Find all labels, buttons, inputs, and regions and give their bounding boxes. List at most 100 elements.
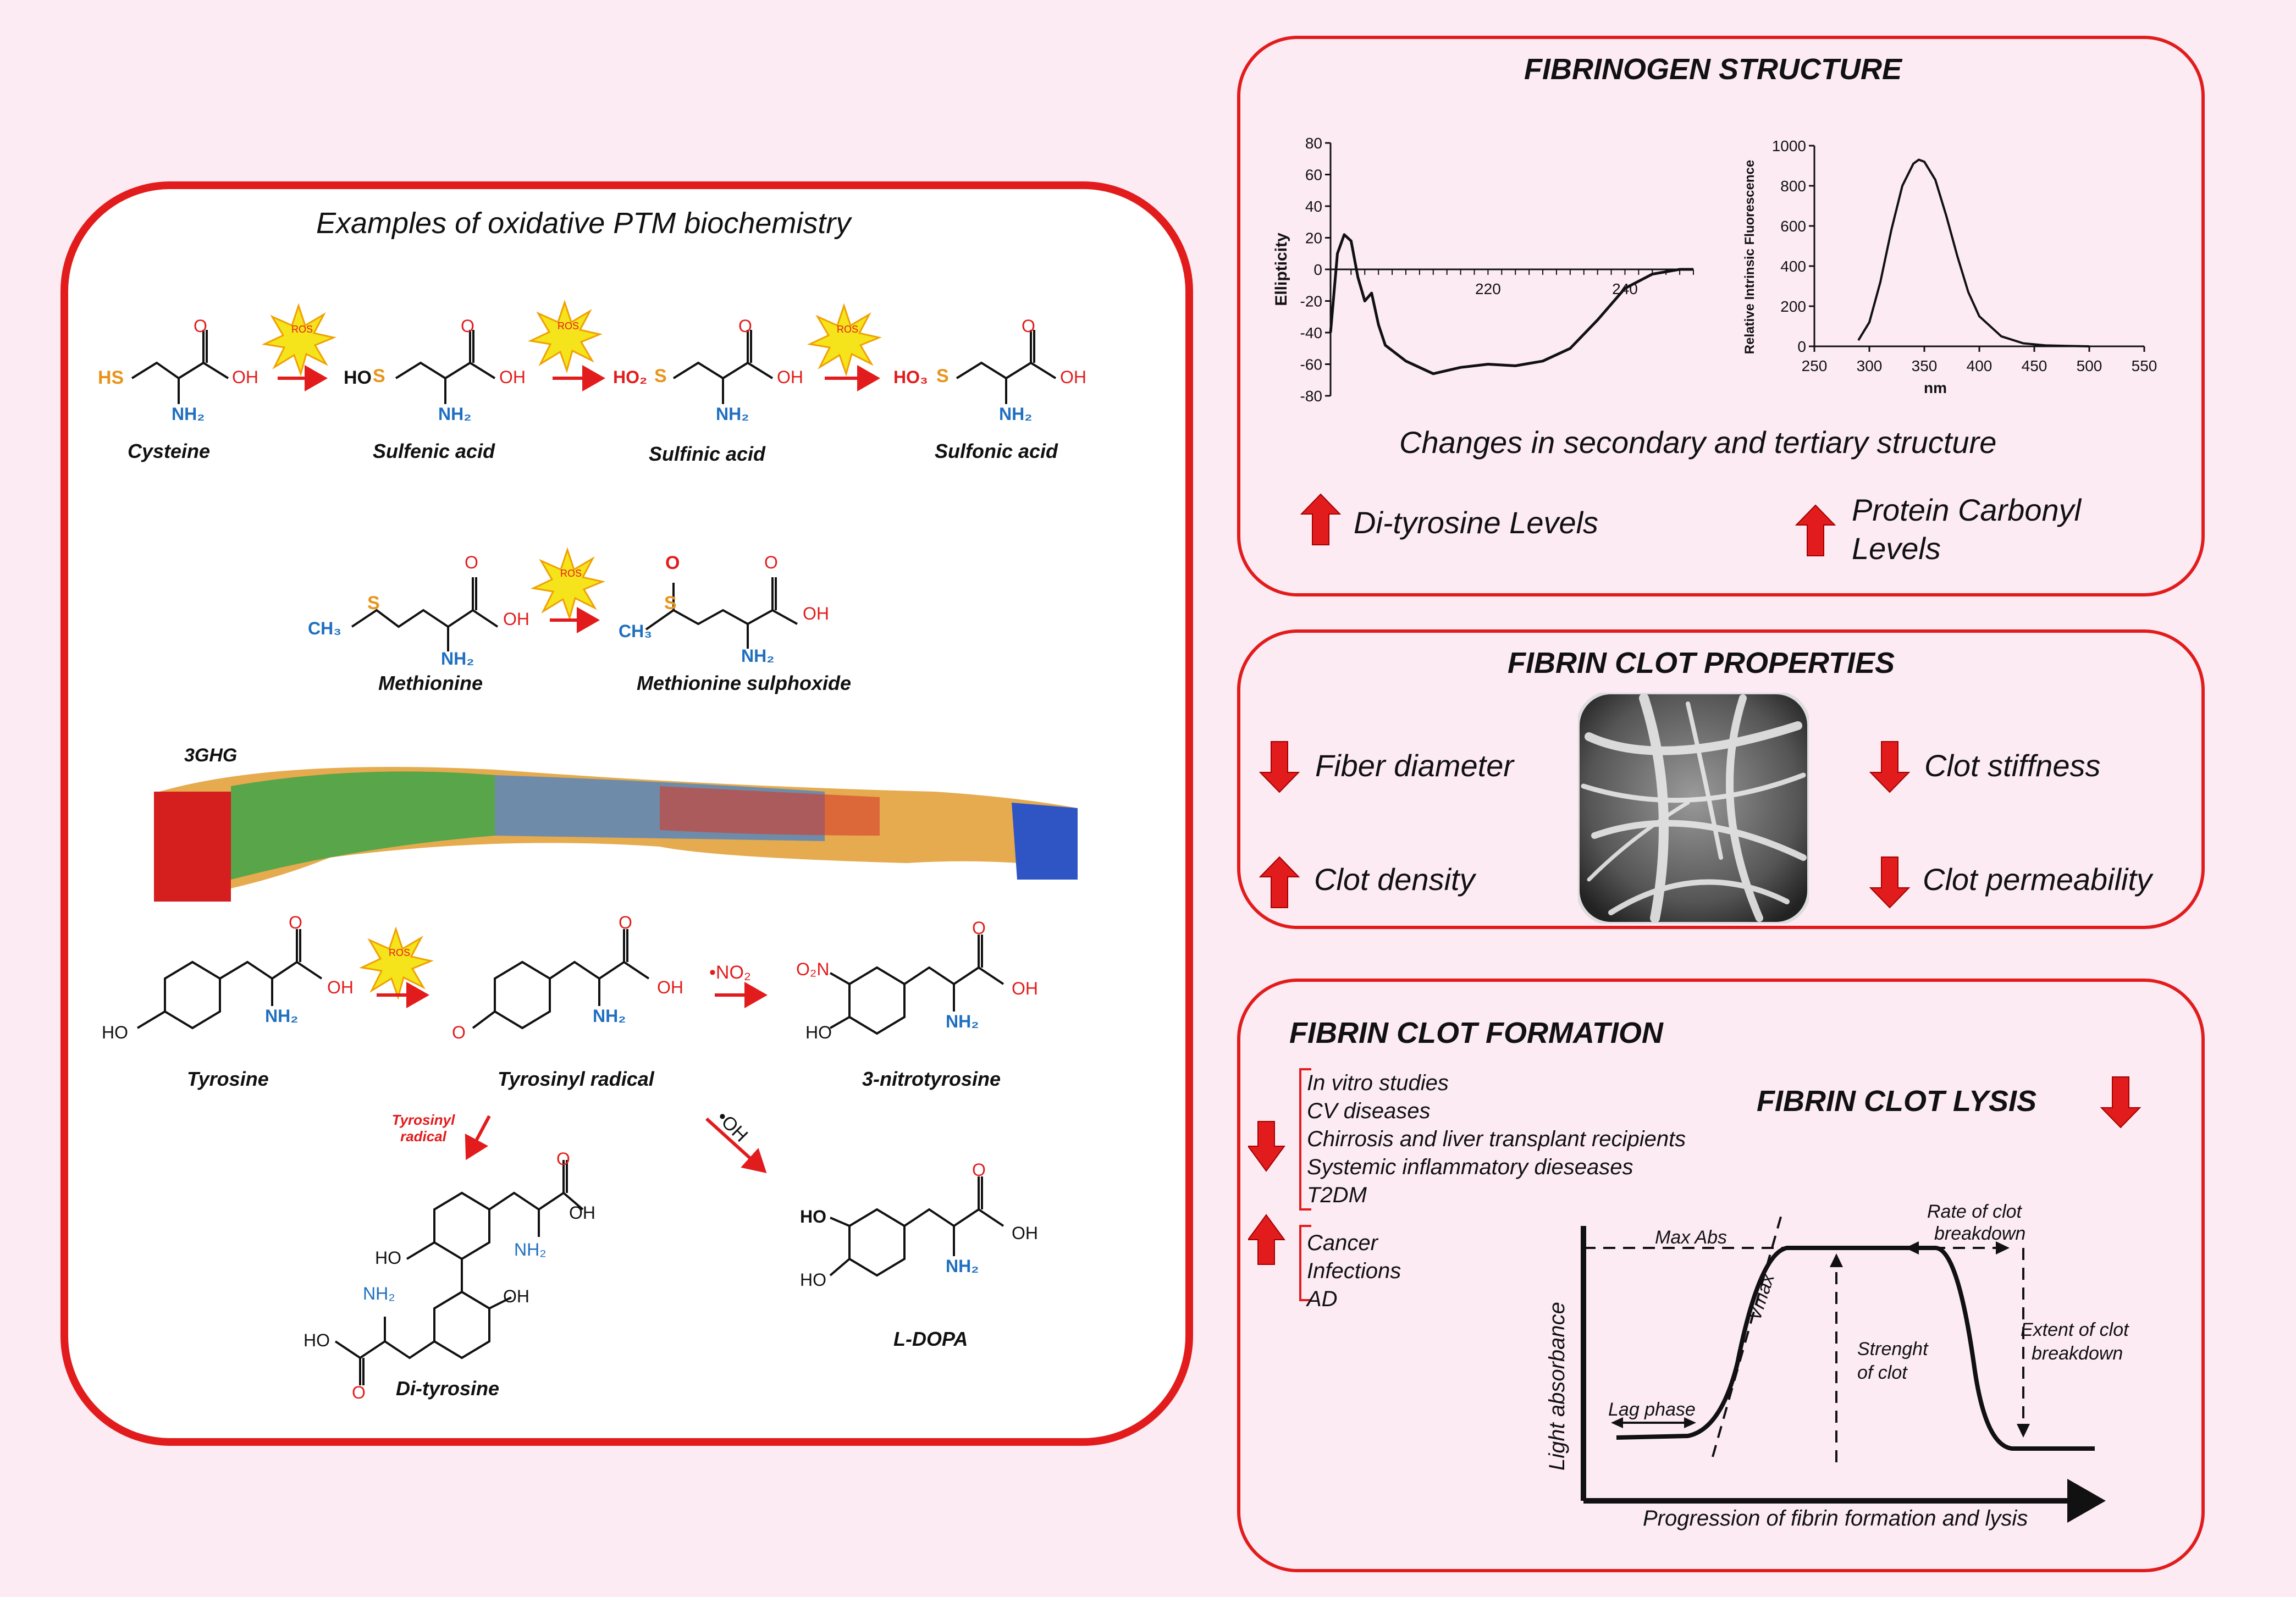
strength-label-1: Strenght [1857, 1339, 1928, 1360]
clot-permeability: Clot permeability [1923, 862, 2152, 897]
y-tick-label: -80 [1300, 388, 1322, 405]
fibrinogen-structure-panel [1237, 36, 2205, 596]
fibrinogen-3ghg-structure [154, 767, 1078, 902]
atom-label: CH₃ [308, 618, 342, 638]
condition-item: AD [1307, 1287, 1338, 1311]
compound-sulfonic-acid: Sulfonic acid [935, 440, 1058, 462]
y-tick-label: 60 [1305, 167, 1322, 184]
atom-label: OH [499, 367, 526, 387]
ros-label: ROS [558, 320, 579, 331]
condition-item: Cancer [1307, 1231, 1378, 1255]
atom-label: HO [805, 1023, 832, 1042]
atom-label: O [461, 316, 474, 336]
ros-burst-icon [529, 301, 601, 372]
compound-sulfenic-acid: Sulfenic acid [373, 440, 495, 462]
rate-breakdown-label-1: Rate of clot [1927, 1201, 2022, 1222]
x-tick-label: 250 [1802, 357, 1828, 374]
carbonyl-levels-line1: Protein Carbonyl [1852, 493, 2082, 527]
progression-axis-label: Progression of fibrin formation and lysi… [1643, 1506, 2028, 1530]
atom-label: OH [503, 609, 529, 629]
atom-label: HS [98, 367, 124, 388]
conditions-brackets [1248, 1068, 1311, 1301]
left-panel-title: Examples of oxidative PTM biochemistry [316, 207, 851, 240]
atom-label: OH [503, 1286, 529, 1306]
x-tick-label: 220 [1475, 280, 1501, 297]
x-tick-label: 500 [2077, 357, 2102, 374]
y-tick-label: 800 [1780, 178, 1806, 195]
atom-label: S [367, 593, 380, 614]
y-tick-label: 20 [1305, 230, 1322, 247]
atom-label: S [664, 593, 677, 614]
atom-label: NH₂ [593, 1006, 626, 1026]
tyrosinyl-radical-arrow-label: Tyrosinyl radical [391, 1112, 455, 1145]
x-tick-label: 450 [2022, 357, 2047, 374]
compound-l-dopa: L-DOPA [893, 1328, 968, 1350]
clot-lysis-title: FIBRIN CLOT LYSIS [1757, 1085, 2036, 1118]
atom-label: NH₂ [172, 404, 205, 424]
atom-label: NH₂ [265, 1006, 299, 1026]
ros-burst-icon [532, 549, 604, 619]
condition-item: In vitro studies [1307, 1071, 1449, 1095]
atom-label: S [654, 366, 667, 386]
y-tick-label: 0 [1797, 338, 1806, 355]
condition-item: Infections [1307, 1259, 1401, 1283]
down-arrow-icon [1869, 741, 1911, 793]
up-arrow-icon [1259, 856, 1300, 908]
atom-label: O [452, 1023, 466, 1042]
atom-label: OH [1012, 979, 1038, 998]
atom-label: OH [232, 367, 258, 387]
y-tick-label: 600 [1780, 218, 1806, 235]
di-tyrosine-levels: Di-tyrosine Levels [1354, 505, 1599, 540]
y-tick-label: 0 [1313, 261, 1322, 278]
ros-label: ROS [837, 324, 859, 335]
cd-series-line [1329, 233, 1693, 375]
x-tick-label: 550 [2132, 357, 2157, 374]
atom-label: NH₂ [946, 1256, 979, 1276]
increased-lysis-conditions: Cancer Infections AD [1307, 1229, 1401, 1313]
atom-label: HO [800, 1207, 826, 1226]
compound-methionine: Methionine [378, 672, 483, 694]
ros-label: ROS [560, 568, 582, 579]
atom-label: HO₂ [613, 367, 648, 387]
atom-label: OH [569, 1203, 595, 1223]
x-tick-label: 400 [1967, 357, 1993, 374]
fiber-diameter: Fiber diameter [1315, 748, 1514, 783]
turbidity-curve [1616, 1246, 2095, 1451]
atom-label: O [465, 552, 478, 572]
atom-label: OH [327, 977, 354, 997]
carbonyl-levels-line2: Levels [1852, 531, 1941, 566]
fibrinogen-structure-title: FIBRINOGEN STRUCTURE [1524, 53, 1902, 86]
condition-item: T2DM [1307, 1183, 1367, 1207]
clot-formation-title: FIBRIN CLOT FORMATION [1289, 1016, 1663, 1049]
x-tick-label: 300 [1857, 357, 1883, 374]
atom-label: O [972, 918, 986, 938]
up-arrow-icon [1248, 1214, 1285, 1265]
atom-label: O [352, 1383, 366, 1402]
atom-label: OH [1060, 367, 1086, 387]
down-arrow-icon [1869, 856, 1911, 909]
light-absorbance-axis-label: Light absorbance [1545, 1302, 1569, 1471]
atom-label: NH₂ [999, 404, 1033, 424]
strength-label-2: of clot [1857, 1362, 1907, 1383]
atom-label: OH [777, 367, 803, 387]
atom-label: CH₃ [619, 621, 653, 641]
atom-label: NH₂ [716, 404, 749, 424]
y-tick-label: 80 [1305, 135, 1322, 152]
clot-turbidity-diagram [1581, 1214, 2106, 1523]
max-abs-label: Max Abs [1655, 1227, 1727, 1248]
atom-label: NH₂ [438, 404, 472, 424]
clot-stiffness: Clot stiffness [1924, 748, 2101, 783]
y-tick-label: -60 [1300, 356, 1322, 373]
atom-label: OH [1012, 1223, 1038, 1243]
compound-cysteine: Cysteine [128, 440, 211, 462]
atom-label: HO [375, 1248, 401, 1268]
no2-reagent-label: •NO₂ [709, 962, 752, 983]
ros-label: ROS [291, 324, 313, 335]
clot-properties-title: FIBRIN CLOT PROPERTIES [1508, 646, 1895, 679]
atom-label: O [289, 913, 302, 932]
structure-subtitle: Changes in secondary and tertiary struct… [1399, 425, 1997, 460]
atom-label: NH₂ [441, 649, 474, 668]
